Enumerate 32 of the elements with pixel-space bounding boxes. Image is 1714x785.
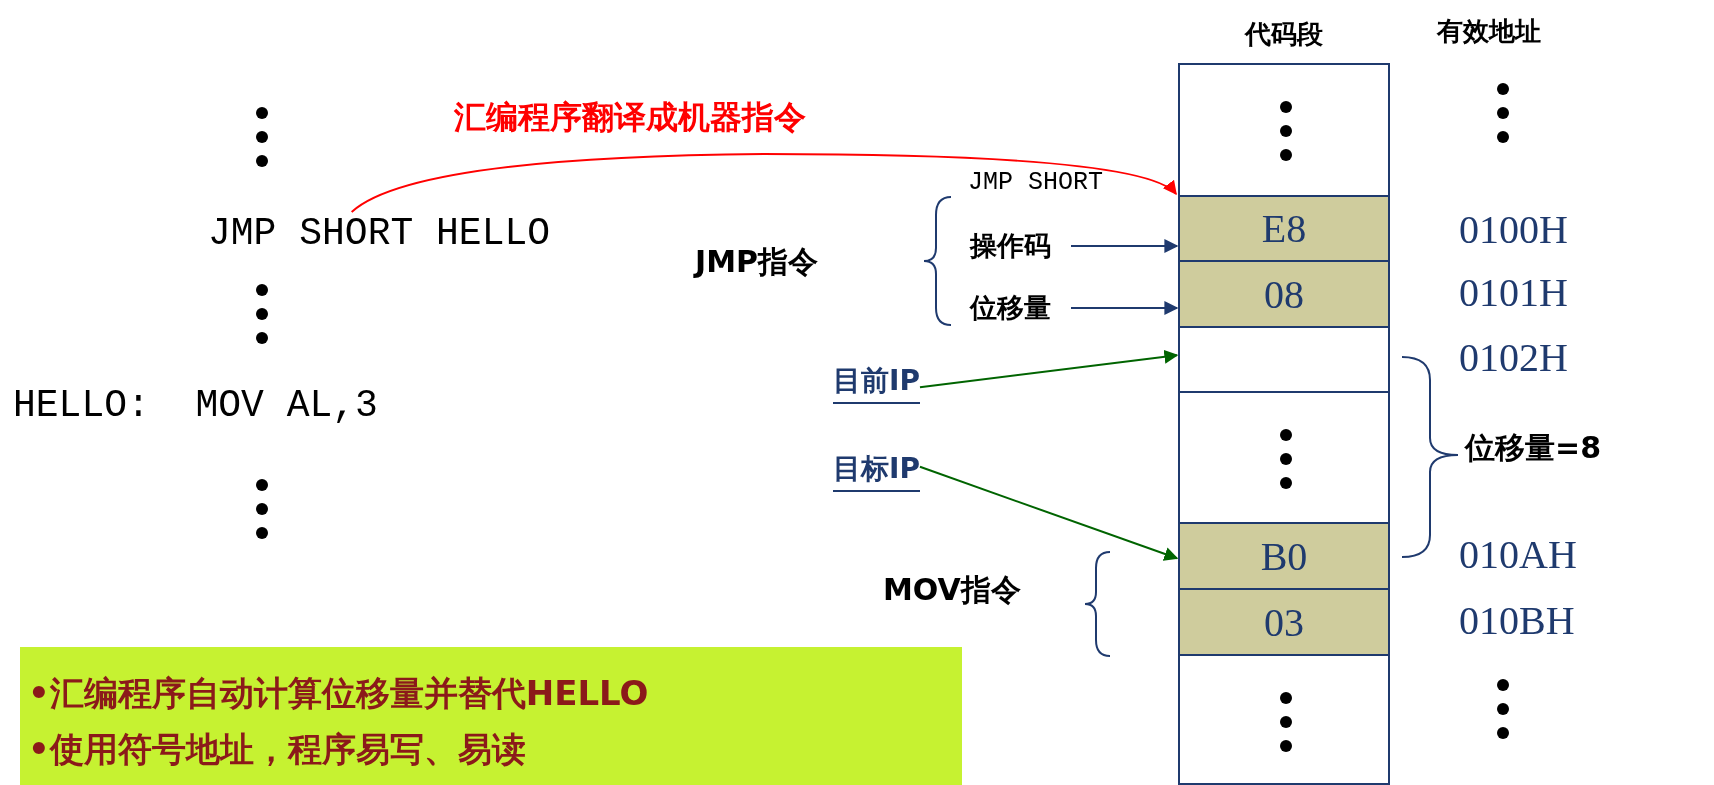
instruction-label: MOV指令 <box>883 571 1021 609</box>
text-label: 操作码 <box>970 228 1051 264</box>
memory-cell <box>1178 654 1390 785</box>
memory-cell: E8 <box>1178 195 1390 260</box>
arrow <box>350 153 1178 213</box>
displacement-label: 位移量=8 <box>1465 429 1601 467</box>
column-header: 有效地址 <box>1437 15 1541 48</box>
ip-label: 目前IP <box>833 362 920 404</box>
address-label: 0100H <box>1459 206 1568 253</box>
edge-label: 汇编程序翻译成机器指令 <box>454 97 806 138</box>
arrow <box>1070 301 1179 315</box>
address-label: 010AH <box>1459 531 1577 578</box>
arrow <box>918 465 1179 561</box>
bullet-text: •汇编程序自动计算位移量并替代HELLO <box>28 672 650 715</box>
memory-cell: B0 <box>1178 522 1390 588</box>
column-header: 代码段 <box>1243 18 1324 51</box>
text-label: 位移量 <box>970 290 1051 326</box>
address-label: 010BH <box>1459 597 1575 644</box>
arrow <box>1070 239 1179 253</box>
instruction-label: JMP指令 <box>695 243 818 281</box>
ip-label: 目标IP <box>833 450 920 492</box>
address-label: 0101H <box>1459 269 1568 316</box>
code-line: JMP SHORT HELLO <box>208 212 551 255</box>
memory-cell <box>1178 326 1390 391</box>
bullet-text: •使用符号地址，程序易写、易读 <box>28 728 527 771</box>
note-panel <box>20 647 962 785</box>
memory-cell: 08 <box>1178 260 1390 326</box>
text-label: JMP SHORT <box>968 168 1104 197</box>
memory-cell: 03 <box>1178 588 1390 654</box>
address-label: 0102H <box>1459 334 1568 381</box>
code-line: HELLO: MOV AL,3 <box>13 384 378 427</box>
arrow <box>918 349 1179 389</box>
